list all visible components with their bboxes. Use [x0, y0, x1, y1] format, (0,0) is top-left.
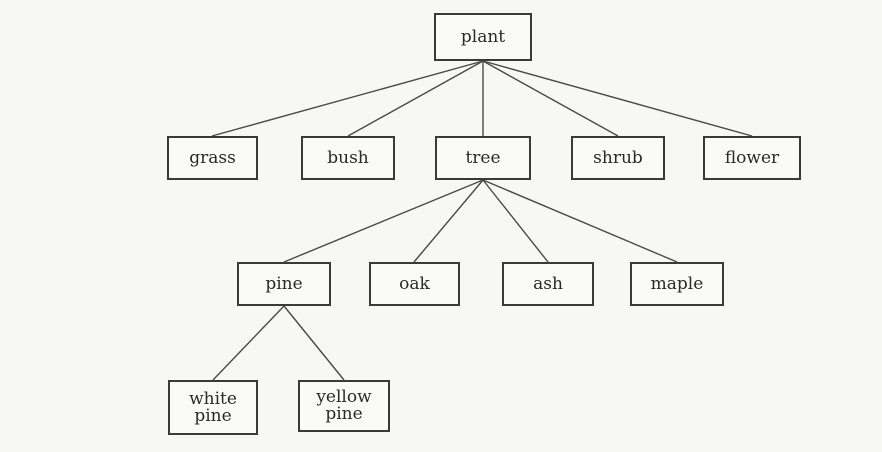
node-shrub: shrub [571, 136, 665, 180]
node-grass: grass [167, 136, 258, 180]
node-tree: tree [435, 136, 531, 180]
edge-pine-white-pine [212, 305, 285, 381]
edge-plant-grass [211, 60, 484, 137]
node-yellow-pine: yellow pine [298, 380, 390, 432]
edge-pine-yellow-pine [283, 305, 345, 381]
node-flower: flower [703, 136, 801, 180]
edge-tree-maple [482, 179, 678, 263]
node-white-pine: white pine [168, 380, 258, 435]
edge-tree-pine [283, 179, 484, 263]
node-maple: maple [630, 262, 724, 306]
edge-plant-shrub [482, 60, 619, 137]
node-plant: plant [434, 13, 532, 61]
edge-plant-bush [347, 60, 484, 137]
node-bush: bush [301, 136, 395, 180]
node-pine: pine [237, 262, 331, 306]
edge-tree-ash [482, 179, 549, 263]
node-ash: ash [502, 262, 594, 306]
node-oak: oak [369, 262, 460, 306]
edge-tree-oak [413, 179, 484, 263]
edge-plant-flower [482, 60, 753, 137]
